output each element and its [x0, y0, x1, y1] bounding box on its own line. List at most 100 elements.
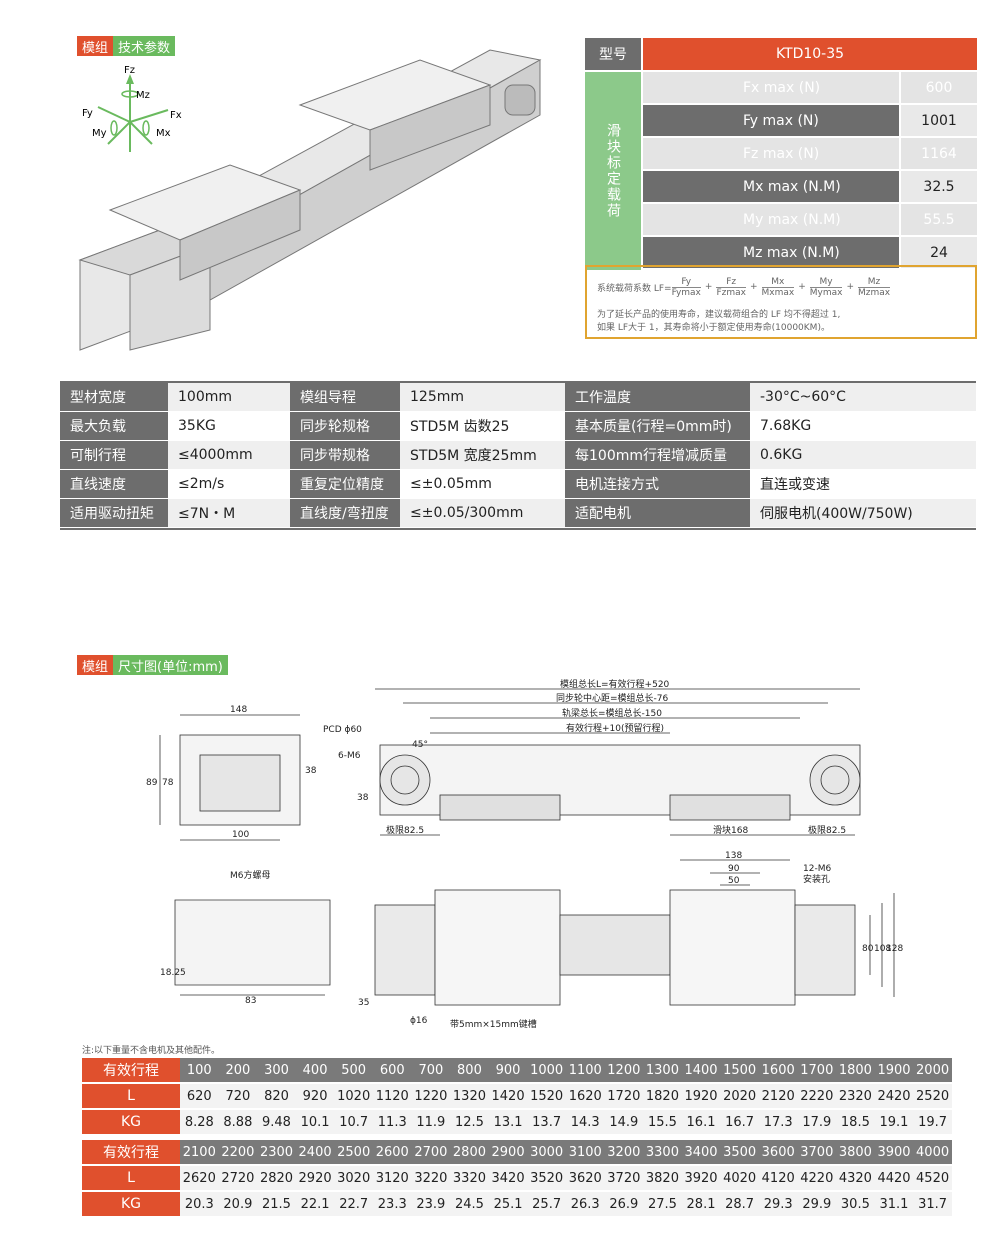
cell: 11.3	[372, 1110, 412, 1134]
tag-module-2: 模组	[77, 655, 114, 675]
cell: 14.3	[565, 1110, 605, 1134]
load-row: Fx max (N)600	[643, 72, 977, 103]
cell: 1900	[874, 1058, 914, 1082]
cell: 1800	[836, 1058, 875, 1082]
denominator: Mzmax	[858, 286, 891, 298]
cell: 3620	[565, 1166, 605, 1190]
spec-key: 电机连接方式	[565, 470, 750, 498]
cell: 25.7	[527, 1192, 566, 1216]
spec-key: 工作温度	[565, 383, 750, 411]
cell: 4420	[874, 1166, 914, 1190]
load-side-label: 滑块标定载荷	[585, 72, 641, 270]
cell: 4320	[836, 1166, 875, 1190]
cell: 700	[411, 1058, 451, 1082]
load-row: Mz max (N.M)24	[643, 237, 977, 268]
cell: 2900	[488, 1140, 528, 1164]
spec-value: 125mm	[410, 389, 464, 405]
top-view	[374, 904, 436, 996]
cell: 1120	[372, 1084, 412, 1108]
cell: 1020	[334, 1084, 373, 1108]
cell: 600	[372, 1058, 412, 1082]
dim-80: 80	[862, 944, 874, 954]
cell: 500	[334, 1058, 373, 1082]
cell: 3500	[720, 1140, 759, 1164]
cell: 13.1	[488, 1110, 528, 1134]
dim-limit-1: 极限82.5	[386, 824, 424, 836]
cell: 26.3	[565, 1192, 605, 1216]
load-param: Mz max (N.M)	[643, 237, 899, 268]
cell: 620	[180, 1084, 219, 1108]
numerator: Mx	[771, 276, 785, 287]
spec-value: ≤4000mm	[178, 447, 253, 463]
cell: 1100	[565, 1058, 605, 1082]
cell: 1000	[527, 1058, 566, 1082]
dim-90: 90	[728, 864, 740, 874]
cell: 3020	[334, 1166, 373, 1190]
section-tag-dims: 模组 尺寸图(单位:mm)	[77, 655, 228, 675]
row-label: 有效行程	[82, 1058, 180, 1082]
cell: 2720	[218, 1166, 258, 1190]
cell: 800	[450, 1058, 489, 1082]
load-value: 600	[901, 72, 977, 103]
cell: 3600	[758, 1140, 798, 1164]
cell: 24.5	[450, 1192, 489, 1216]
cell: 10.1	[295, 1110, 335, 1134]
cell: 1500	[720, 1058, 759, 1082]
load-row: Mx max (N.M)32.5	[643, 171, 977, 202]
cell: 4000	[913, 1140, 952, 1164]
plus-sign: +	[846, 282, 854, 292]
spec-value: 0.6KG	[760, 447, 803, 463]
cell: 1420	[488, 1084, 528, 1108]
dim-total: 模组总长L=有效行程+520	[560, 678, 670, 690]
cell: 22.7	[334, 1192, 373, 1216]
cell: 17.3	[758, 1110, 798, 1134]
cell: 1400	[681, 1058, 721, 1082]
load-row: Fz max (N)1164	[643, 138, 977, 169]
cell: 10.7	[334, 1110, 373, 1134]
denominator: Mymax	[809, 286, 843, 298]
dim-pulley: 同步轮中心距=模组总长-76	[556, 692, 669, 704]
cell: 17.9	[797, 1110, 837, 1134]
dim-slider: 滑块168	[713, 824, 748, 836]
cell: 2200	[218, 1140, 258, 1164]
axis-my: My	[92, 128, 107, 139]
load-param: Fz max (N)	[643, 138, 899, 169]
load-param: Mx max (N.M)	[643, 171, 899, 202]
cell: 4120	[758, 1166, 798, 1190]
cell: 3520	[527, 1166, 566, 1190]
cell: 28.1	[681, 1192, 721, 1216]
cell: 31.7	[913, 1192, 952, 1216]
dim-138: 138	[725, 851, 742, 861]
axes-diagram: Fz Mz Fy Fx My Mx	[82, 65, 182, 152]
load-param: Fy max (N)	[643, 105, 899, 136]
cell: 3920	[681, 1166, 721, 1190]
numerator: My	[819, 276, 833, 287]
cell: 19.7	[913, 1110, 952, 1134]
cell: 400	[295, 1058, 335, 1082]
model-value: KTD10-35	[643, 38, 977, 70]
cell: 2820	[257, 1166, 296, 1190]
cell: 9.48	[257, 1110, 296, 1134]
cell: 3100	[565, 1140, 605, 1164]
cell: 13.7	[527, 1110, 566, 1134]
cell: 2920	[295, 1166, 335, 1190]
cell: 2800	[450, 1140, 489, 1164]
dim-stroke: 有效行程+10(预留行程)	[566, 722, 664, 734]
cell: 1620	[565, 1084, 605, 1108]
section-tag-tech: 模组 技术参数	[77, 36, 176, 56]
cell: 20.3	[180, 1192, 219, 1216]
dimension-drawings: 模组总长L=有效行程+520 同步轮中心距=模组总长-76 轨梁总长=模组总长-…	[146, 678, 903, 1030]
dim-35: 35	[358, 998, 369, 1008]
cell: 3200	[604, 1140, 644, 1164]
cell: 28.7	[720, 1192, 759, 1216]
axis-fy: Fy	[82, 108, 93, 119]
spec-key: 可制行程	[60, 441, 168, 469]
cell: 1720	[604, 1084, 644, 1108]
